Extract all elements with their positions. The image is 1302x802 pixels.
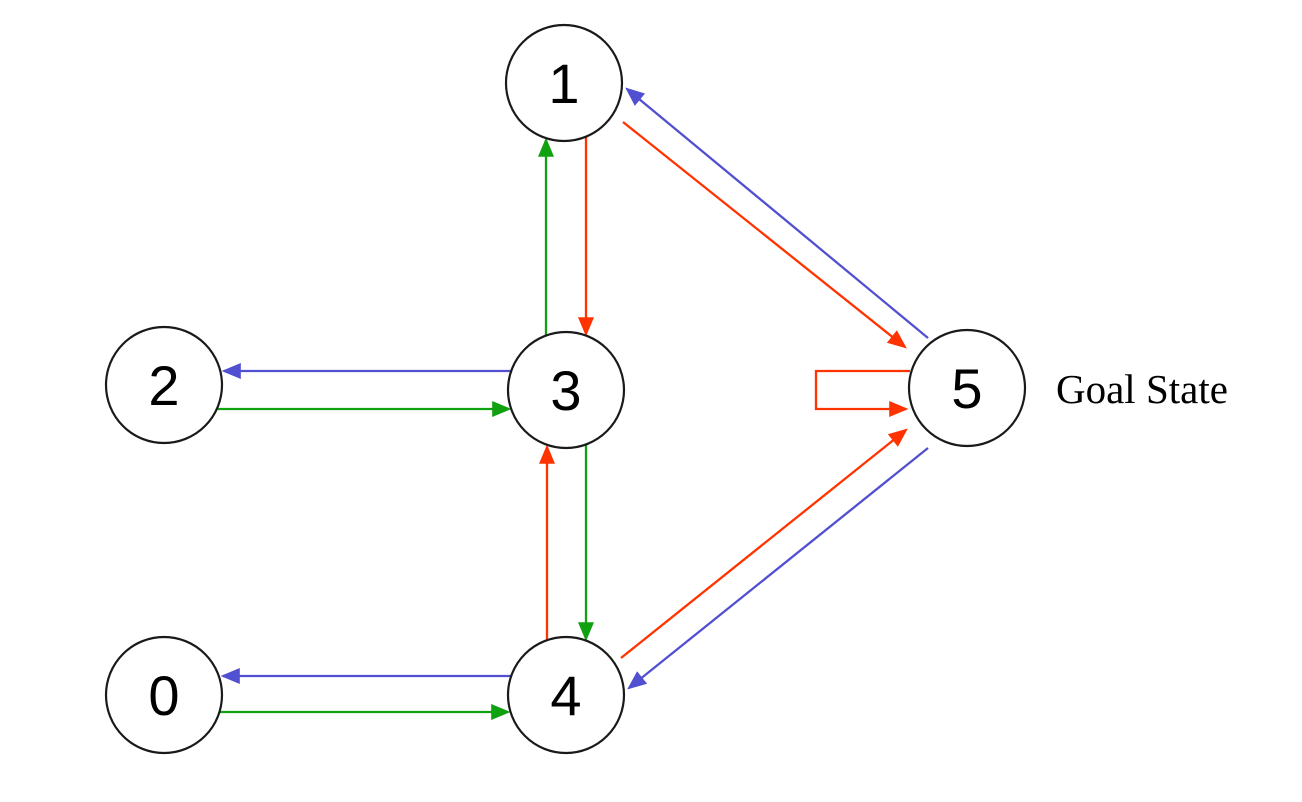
- edge-5-to-4: [627, 447, 929, 690]
- node-0-label: 0: [148, 664, 179, 727]
- edges-layer: [217, 87, 929, 720]
- node-4-label: 4: [550, 664, 581, 727]
- node-2-circle: [104, 325, 224, 445]
- node-2: 2: [104, 325, 224, 445]
- node-5-label: 5: [951, 357, 982, 420]
- node-3: 3: [506, 330, 626, 450]
- node-5-circle: [907, 328, 1027, 448]
- node-0: 0: [104, 635, 224, 755]
- node-5: 5: [907, 328, 1027, 448]
- node-2-label: 2: [148, 354, 179, 417]
- node-3-label: 3: [550, 359, 581, 422]
- node-1: 1: [504, 23, 624, 143]
- goal-state-label: Goal State: [1056, 366, 1228, 412]
- node-4: 4: [506, 635, 626, 755]
- nodes-layer: 0 1 2 3 4 5: [104, 23, 1027, 755]
- node-1-circle: [504, 23, 624, 143]
- edge-5-to-1: [625, 87, 929, 339]
- node-1-label: 1: [548, 52, 579, 115]
- node-4-circle: [506, 635, 626, 755]
- node-0-circle: [104, 635, 224, 755]
- edge-1-to-5: [622, 121, 907, 349]
- edge-4-to-5: [620, 428, 908, 659]
- edge-5-self-loop: [814, 369, 910, 417]
- node-3-circle: [506, 330, 626, 450]
